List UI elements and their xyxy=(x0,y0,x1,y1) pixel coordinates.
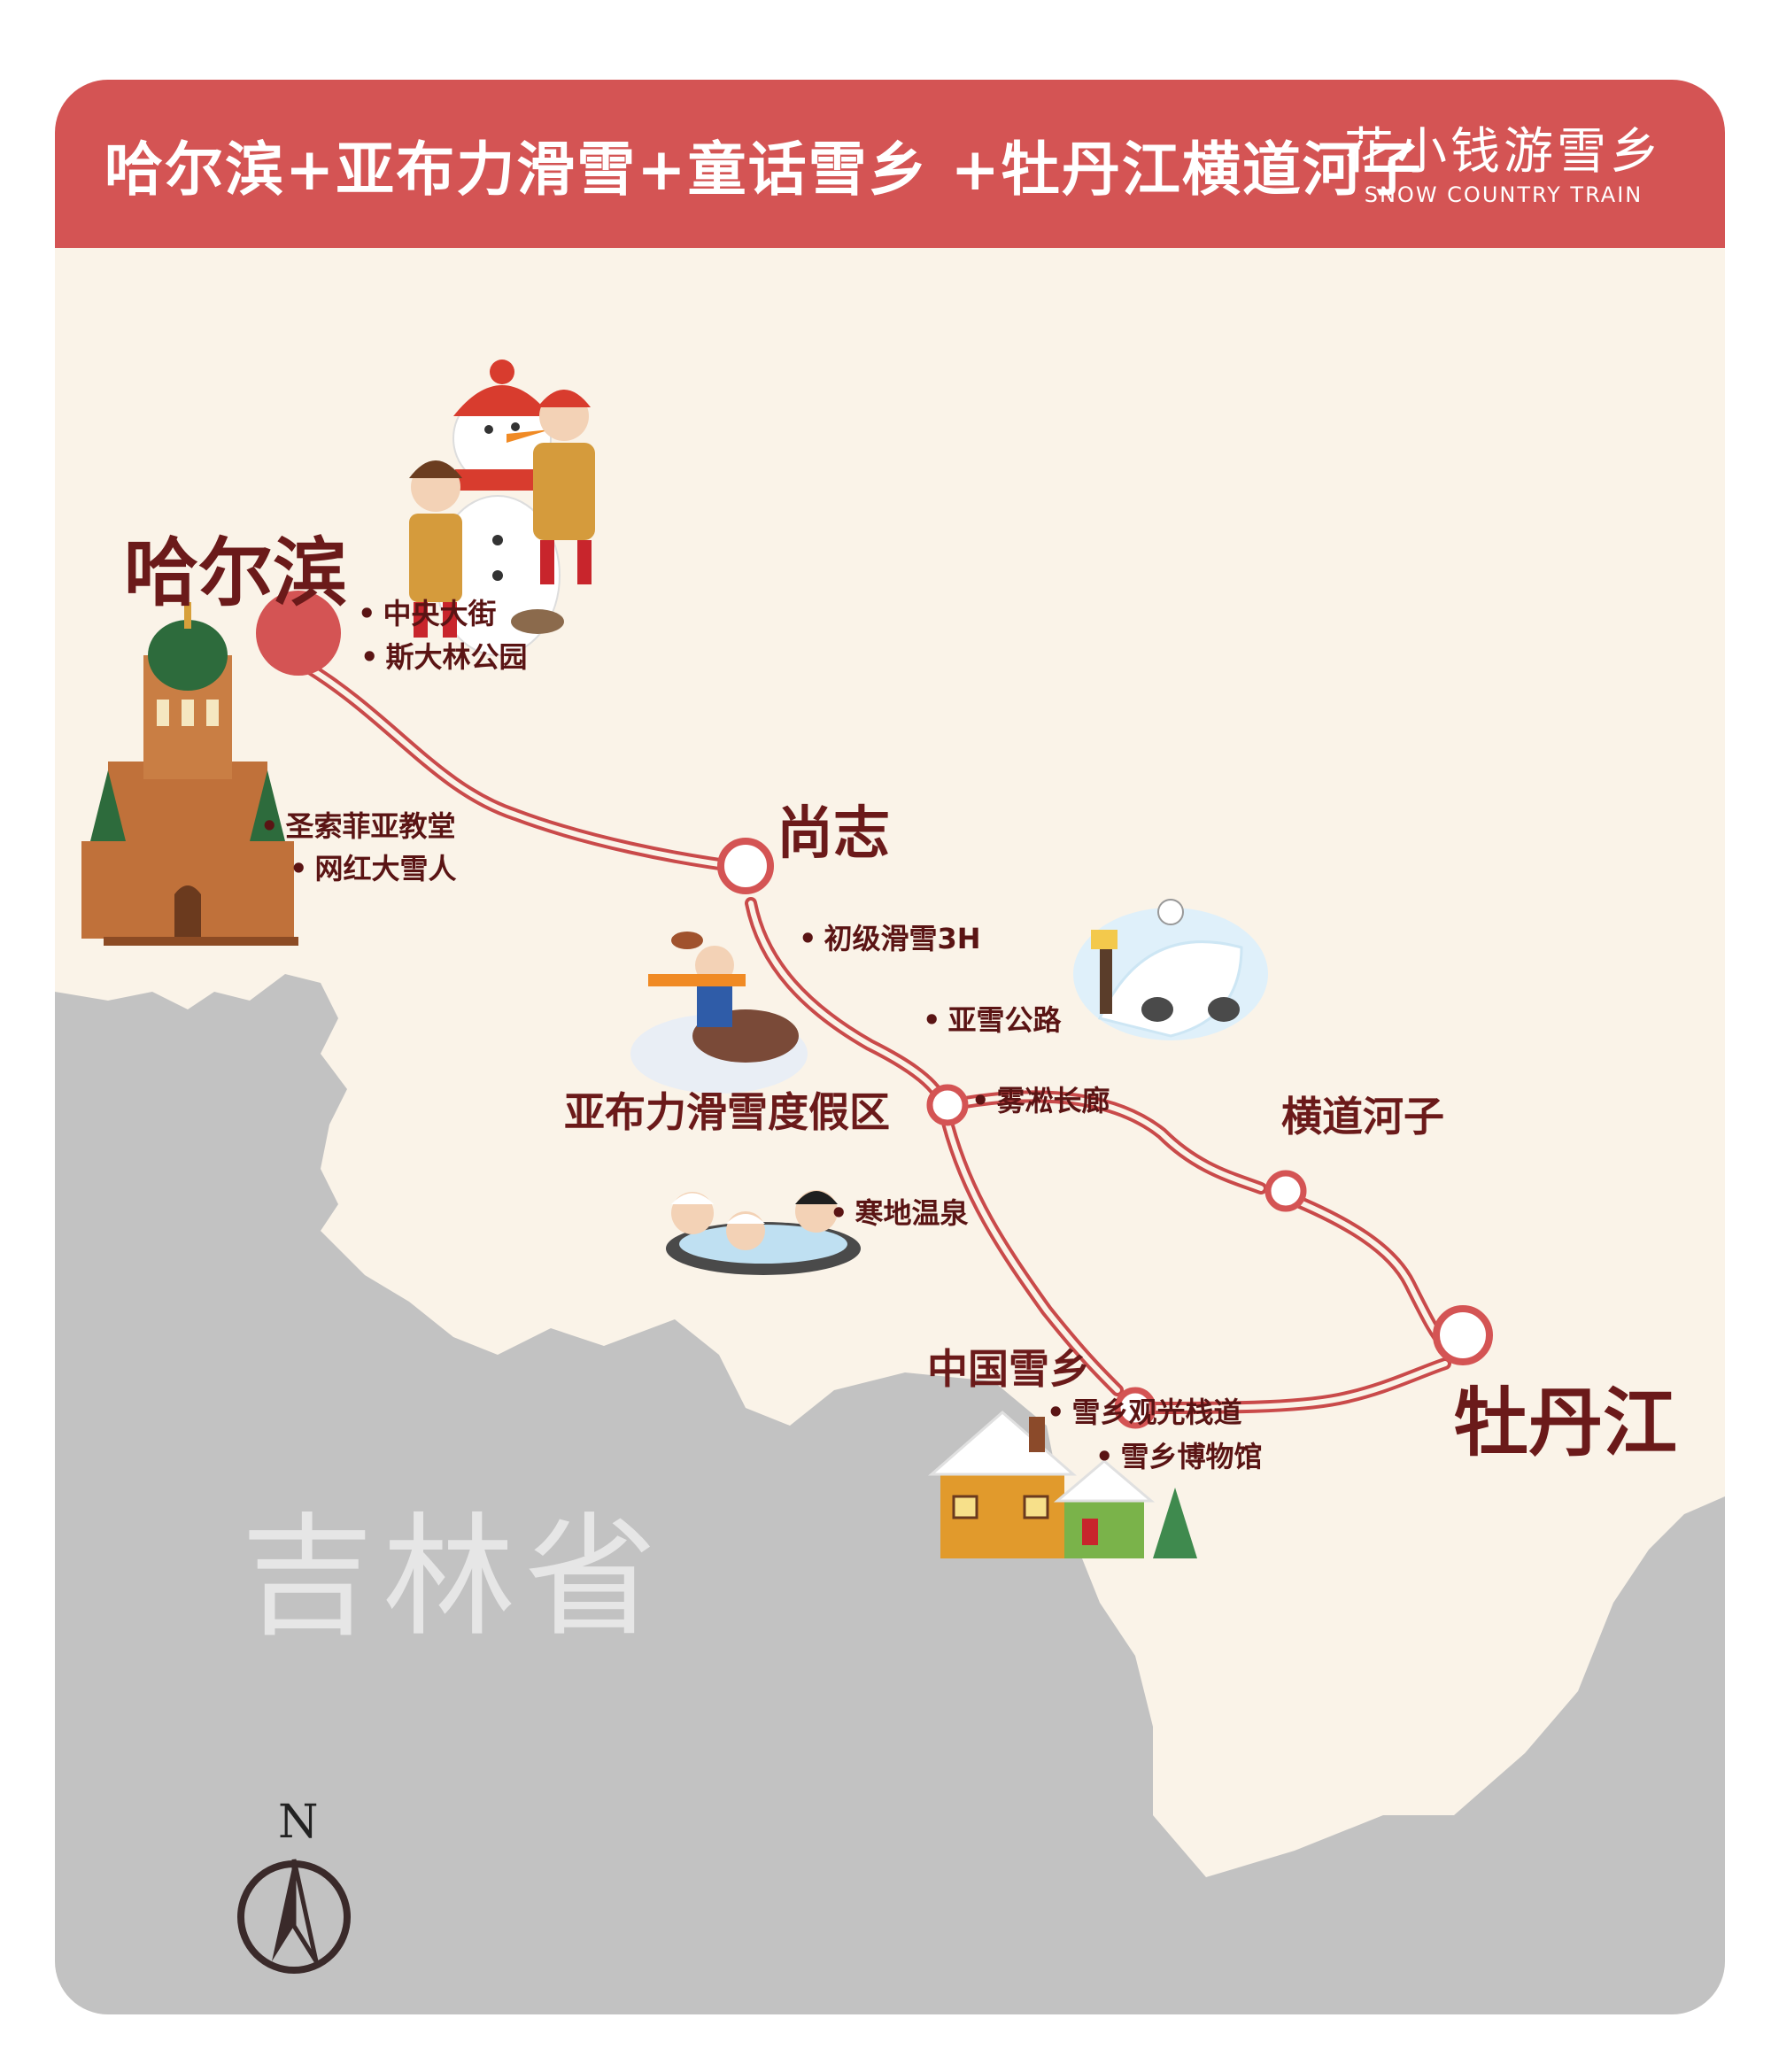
city-xuexiang: 中国雪乡 xyxy=(927,1345,1090,1393)
houses-illustration xyxy=(928,1411,1197,1558)
spot-snowman: 网红大雪人 xyxy=(290,847,456,887)
city-mudanjiang: 牡丹江 xyxy=(1454,1379,1678,1466)
city-yabuli: 亚布力滑雪度假区 xyxy=(564,1088,890,1136)
spot-wusong: 雾凇长廊 xyxy=(971,1079,1110,1119)
station-mudanjiang xyxy=(1433,1305,1493,1365)
skier-illustration xyxy=(630,932,808,1094)
brand-subtitle: SNOW COUNTRY TRAIN xyxy=(1364,182,1643,207)
route-map xyxy=(55,360,1725,2014)
spot-ski: 初级滑雪3H xyxy=(799,916,980,957)
compass-icon xyxy=(237,1859,351,1974)
title-banner: 哈尔滨+亚布力滑雪+童话雪乡 +牡丹江横道河子 花小钱游雪乡 SNOW COUN… xyxy=(55,80,1725,248)
compass-north-label: N xyxy=(278,1796,319,1849)
station-shangzhi xyxy=(717,838,774,894)
route-lines xyxy=(297,658,1456,1414)
snow-trees-illustration xyxy=(1073,899,1268,1040)
route-hengdao-mudanjiang xyxy=(1281,1191,1456,1357)
page-title: 哈尔滨+亚布力滑雪+童话雪乡 +牡丹江横道河子 xyxy=(104,135,1423,204)
city-harbin: 哈尔滨 xyxy=(124,529,348,616)
spot-stalin: 斯大林公园 xyxy=(360,635,527,676)
brand-name: 花小钱游雪乡 xyxy=(1344,123,1663,181)
church-illustration xyxy=(81,602,298,946)
city-shangzhi: 尚志 xyxy=(777,800,890,867)
station-harbin xyxy=(256,591,341,676)
hot-spring-illustration xyxy=(666,1190,861,1275)
spot-yaxue: 亚雪公路 xyxy=(923,998,1061,1039)
city-hengdaohezi: 横道河子 xyxy=(1281,1093,1444,1140)
spot-boardwalk: 雪乡观光栈道 xyxy=(1047,1390,1241,1431)
neighbor-province-area xyxy=(55,974,1725,2014)
province-label: 吉林省 xyxy=(241,1501,667,1655)
brand-block: 花小钱游雪乡 SNOW COUNTRY TRAIN xyxy=(1344,123,1663,208)
spot-sofia: 圣索菲亚教堂 xyxy=(260,804,455,845)
map-card: 哈尔滨+亚布力滑雪+童话雪乡 +牡丹江横道河子 花小钱游雪乡 SNOW COUN… xyxy=(55,80,1725,2014)
station-yabuli xyxy=(926,1084,969,1126)
spot-hotspring: 寒地温泉 xyxy=(830,1191,968,1232)
station-hengdaohezi xyxy=(1264,1170,1307,1212)
spot-museum: 雪乡博物馆 xyxy=(1095,1434,1262,1475)
spot-zhongyang: 中央大街 xyxy=(358,591,496,632)
